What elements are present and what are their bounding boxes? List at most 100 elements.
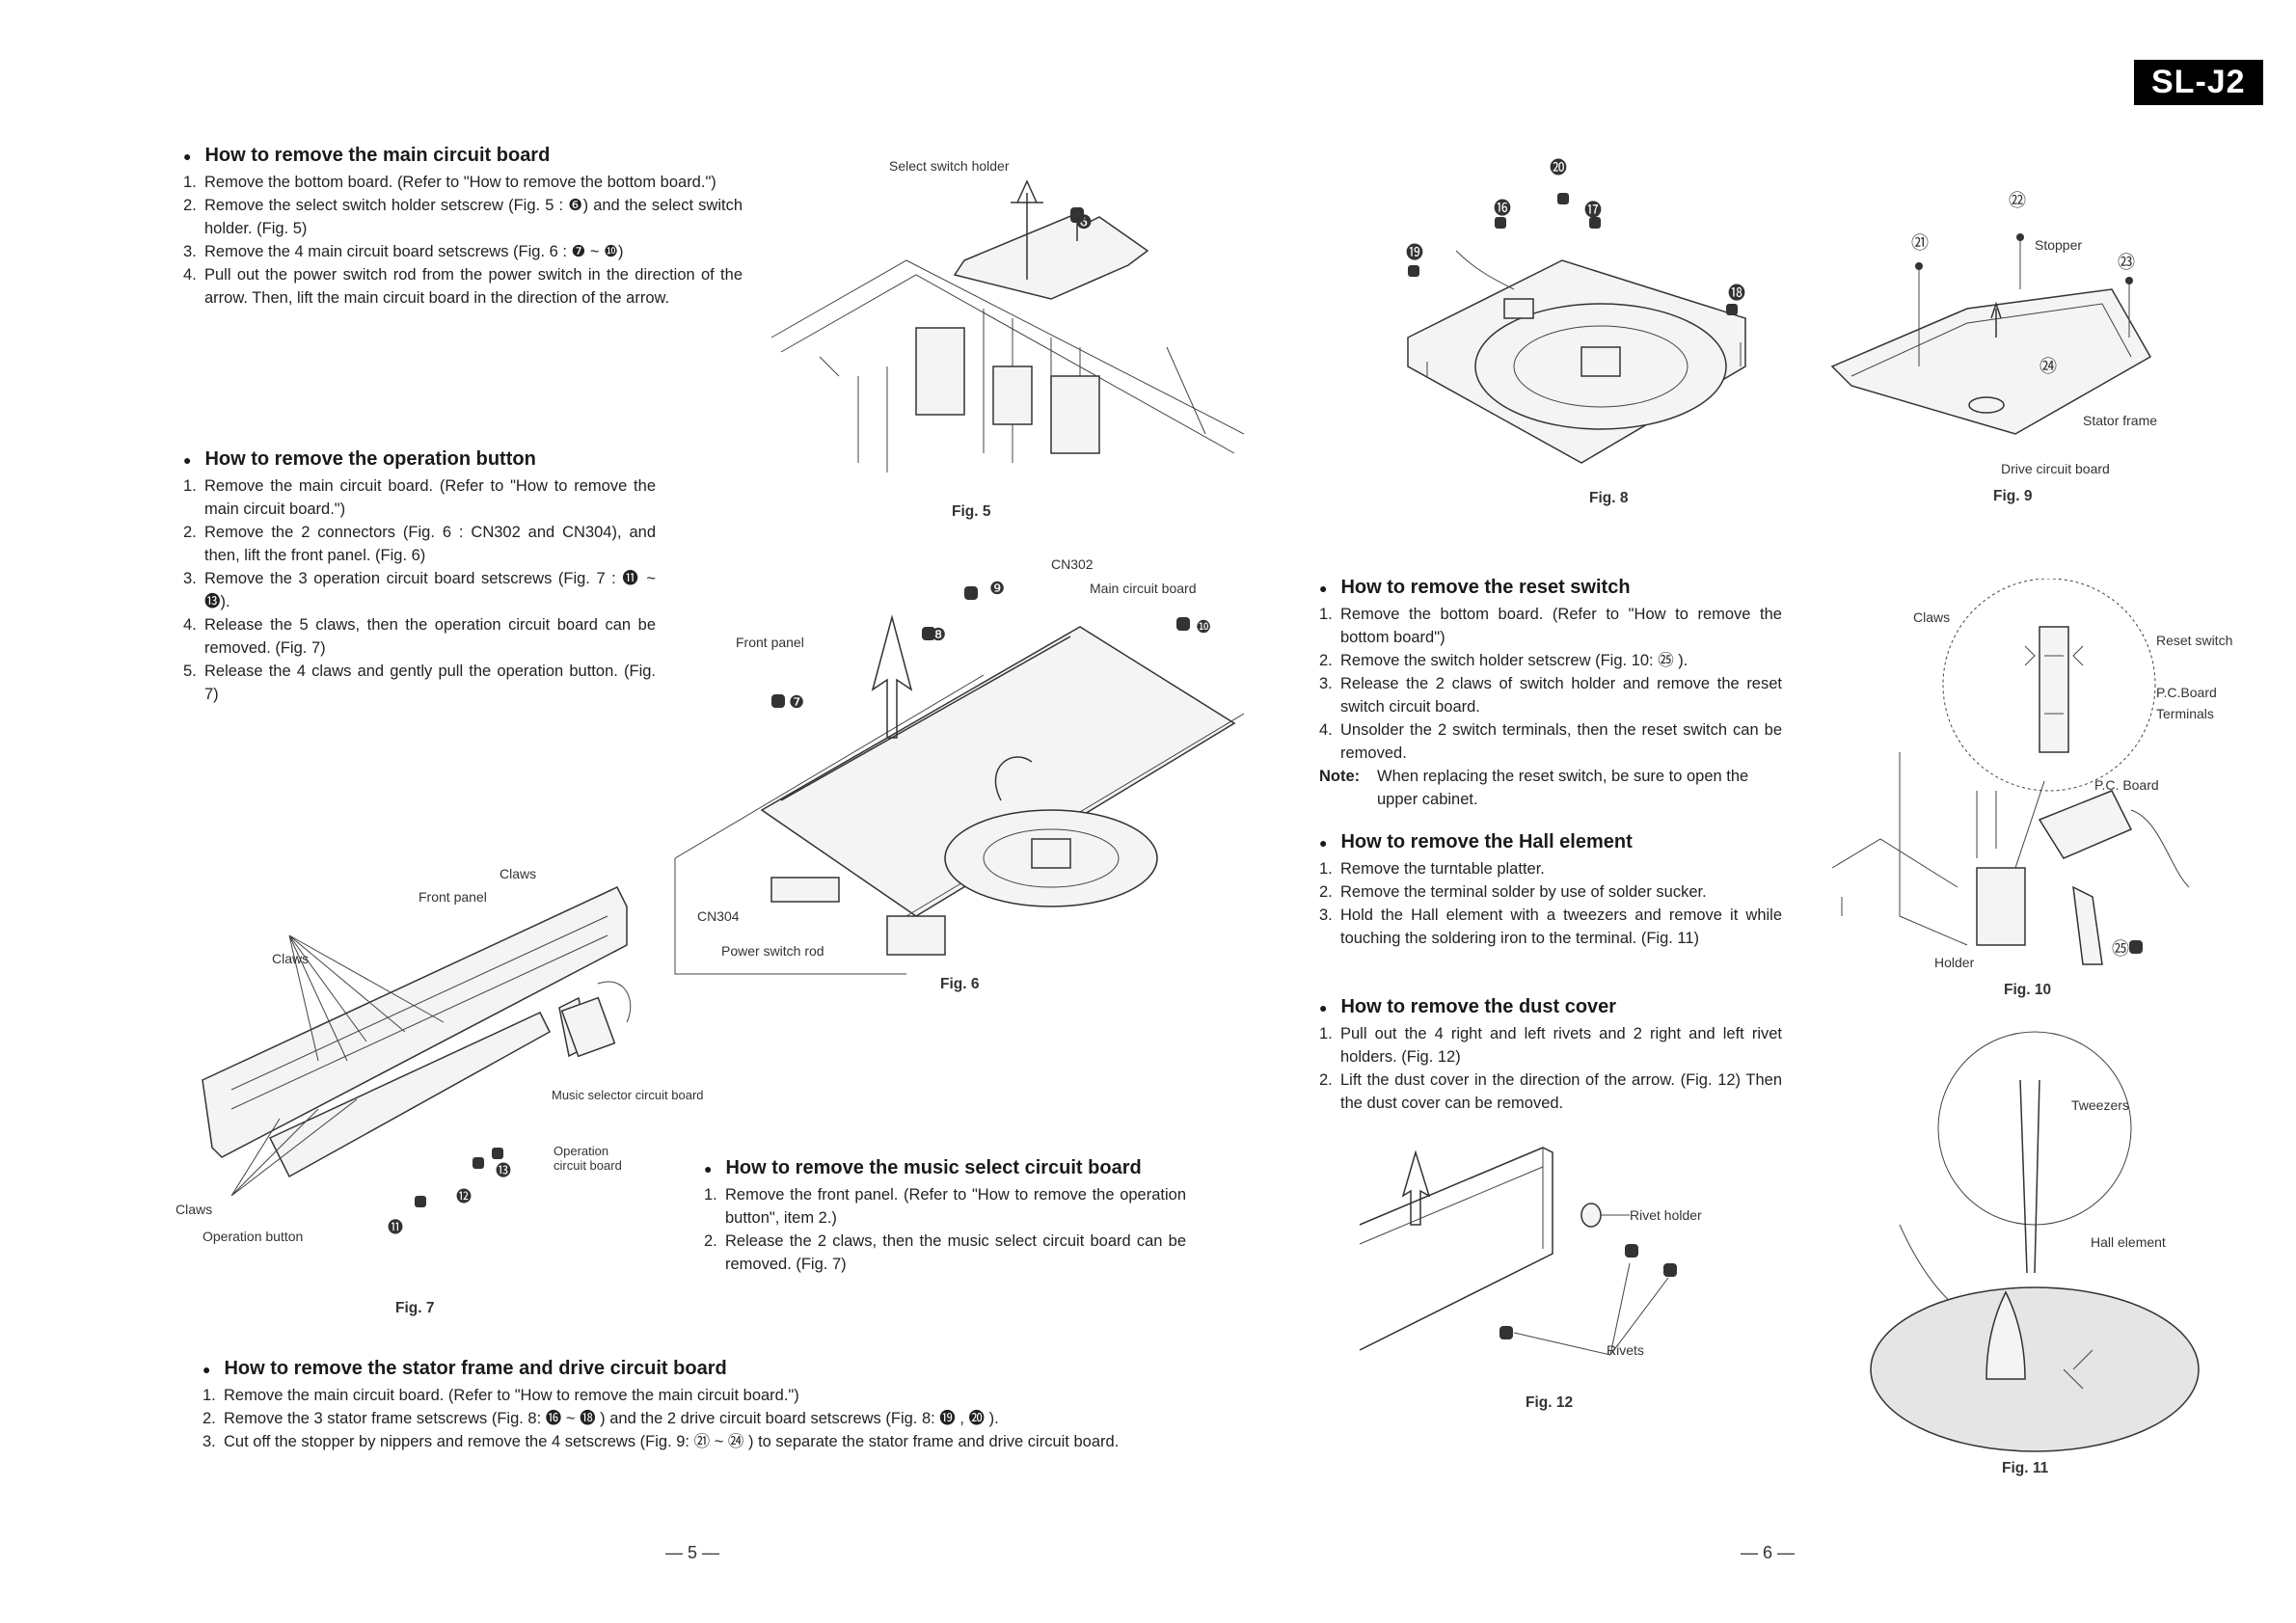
fig7-claws-bottom: Claws	[176, 1202, 213, 1217]
fig6-power-rod: Power switch rod	[721, 943, 824, 959]
steps-list: 1.Remove the main circuit board. (Refer …	[183, 474, 656, 706]
screw-8: ❽	[931, 625, 947, 644]
list-item: 2.Remove the select switch holder setscr…	[183, 197, 743, 237]
model-badge: SL-J2	[2134, 60, 2263, 105]
fig7-operation-button: Operation button	[203, 1229, 304, 1244]
list-item: 1.Remove the bottom board. (Refer to "Ho…	[183, 174, 716, 191]
fig10-terminals: Terminals	[2156, 706, 2214, 721]
list-item: 1.Remove the main circuit board. (Refer …	[183, 477, 656, 518]
list-item: 3.Remove the 4 main circuit board setscr…	[183, 243, 624, 260]
steps-list: 1.Remove the main circuit board. (Refer …	[203, 1384, 1167, 1453]
fig10-reset-switch: Reset switch	[2156, 633, 2233, 648]
list-item: 2.Remove the switch holder setscrew (Fig…	[1319, 652, 1688, 669]
fig9-stopper: Stopper	[2035, 237, 2083, 253]
screw-24: ㉔	[2039, 357, 2057, 376]
fig9-caption: Fig. 9	[1993, 488, 2033, 504]
screw-18: ⓲	[1728, 284, 1745, 303]
screw-7: ❼	[789, 692, 805, 712]
list-item: 1.Remove the main circuit board. (Refer …	[203, 1387, 799, 1404]
list-item: 3.Hold the Hall element with a tweezers …	[1319, 906, 1782, 947]
screw-11: ⓫	[388, 1220, 404, 1236]
fig12-rivet-holder: Rivet holder	[1630, 1207, 1702, 1223]
screw-9: ❾	[989, 579, 1006, 598]
list-item: 2.Lift the dust cover in the direction o…	[1319, 1071, 1782, 1112]
section-title: How to remove the reset switch	[1340, 577, 1631, 598]
section-title: How to remove the dust cover	[1340, 996, 1617, 1017]
screw-23: ㉓	[2118, 253, 2135, 272]
section-music-select: ●How to remove the music select circuit …	[704, 1157, 1186, 1276]
list-item: 1.Remove the front panel. (Refer to "How…	[704, 1186, 1186, 1227]
fig7-caption: Fig. 7	[395, 1300, 435, 1316]
list-item: 2.Remove the 2 connectors (Fig. 6 : CN30…	[183, 524, 656, 564]
section-title: How to remove the stator frame and drive…	[224, 1358, 727, 1379]
fig10-claws: Claws	[1913, 609, 1951, 625]
fig7-music-selector: Music selector circuit board	[552, 1088, 704, 1102]
section-title: How to remove the Hall element	[1340, 831, 1633, 852]
steps-list: 1.Pull out the 4 right and left rivets a…	[1319, 1022, 1782, 1115]
fig6-front-panel: Front panel	[736, 635, 804, 650]
fig10-pc-board-2: P.C. Board	[2094, 777, 2159, 793]
section-title: How to remove the operation button	[204, 448, 536, 470]
fig9-drive-board: Drive circuit board	[2001, 461, 2110, 476]
screw-19: ⓳	[1406, 243, 1423, 262]
list-item: 5.Release the 4 claws and gently pull th…	[183, 663, 656, 703]
section-dust-cover: ●How to remove the dust cover 1.Pull out…	[1319, 996, 1782, 1115]
fig8-caption: Fig. 8	[1589, 490, 1629, 506]
section-title: How to remove the main circuit board	[204, 145, 551, 166]
fig11-hall-element: Hall element	[2091, 1234, 2166, 1250]
list-item: 3.Cut off the stopper by nippers and rem…	[203, 1433, 1120, 1450]
screw-6: ❻	[1075, 212, 1093, 233]
fig10-pc-board: P.C.Board	[2156, 685, 2217, 700]
fig9-drawing	[1830, 233, 2152, 435]
list-item: 4.Release the 5 claws, then the operatio…	[183, 616, 656, 657]
list-item: 2.Release the 2 claws, then the music se…	[704, 1232, 1186, 1273]
steps-list: 1.Remove the turntable platter. 2.Remove…	[1319, 857, 1782, 950]
steps-list: 1.Remove the bottom board. (Refer to "Ho…	[183, 171, 743, 310]
fig6-main-board: Main circuit board	[1090, 581, 1197, 596]
fig7-front-panel: Front panel	[419, 889, 487, 905]
list-item: 4.Unsolder the 2 switch terminals, then …	[1319, 721, 1782, 762]
section-operation-button: ●How to remove the operation button 1.Re…	[183, 448, 656, 706]
list-item: 1.Remove the turntable platter.	[1319, 860, 1545, 878]
list-item: 1.Pull out the 4 right and left rivets a…	[1319, 1025, 1782, 1066]
fig12-caption: Fig. 12	[1526, 1394, 1574, 1411]
steps-list: 1.Remove the bottom board. (Refer to "Ho…	[1319, 603, 1782, 765]
screw-20: ⓴	[1550, 158, 1567, 177]
list-item: 2.Remove the 3 stator frame setscrews (F…	[203, 1410, 999, 1427]
screw-12: ⓬	[456, 1189, 473, 1205]
note: Note:When replacing the reset switch, be…	[1319, 768, 1749, 808]
list-item: 4.Pull out the power switch rod from the…	[183, 266, 743, 307]
list-item: 3.Release the 2 claws of switch holder a…	[1319, 675, 1782, 716]
fig10-holder: Holder	[1934, 955, 1975, 970]
fig12-drawing	[1359, 1147, 1677, 1356]
screw-22: ㉒	[2009, 191, 2026, 210]
fig6-cn302: CN302	[1051, 556, 1094, 572]
fig7-claws-top: Claws	[500, 866, 537, 881]
fig6-drawing	[674, 586, 1244, 975]
list-item: 3.Remove the 3 operation circuit board s…	[183, 570, 656, 610]
screw-25: ㉕	[2112, 939, 2129, 959]
section-title: How to remove the music select circuit b…	[725, 1157, 1142, 1178]
fig11-caption: Fig. 11	[2002, 1460, 2049, 1476]
fig10-drawing	[1831, 579, 2190, 965]
fig12-rivets: Rivets	[1607, 1342, 1644, 1358]
screw-16: ⓰	[1494, 199, 1511, 218]
screw-13: ⓭	[496, 1163, 512, 1179]
fig5-drawing	[770, 179, 1244, 473]
page-number-left: — 5 —	[665, 1543, 720, 1562]
fig6-cn304: CN304	[697, 908, 740, 924]
fig10-caption: Fig. 10	[2004, 982, 2052, 998]
section-stator-frame: ●How to remove the stator frame and driv…	[203, 1358, 1167, 1453]
screw-10: ❿	[1196, 617, 1212, 636]
fig9-stator-frame: Stator frame	[2083, 413, 2158, 428]
section-hall-element: ●How to remove the Hall element 1.Remove…	[1319, 831, 1782, 950]
list-item: 1.Remove the bottom board. (Refer to "Ho…	[1319, 606, 1782, 646]
fig5-label-holder: Select switch holder	[889, 158, 1010, 174]
screw-21: ㉑	[1911, 233, 1929, 253]
steps-list: 1.Remove the front panel. (Refer to "How…	[704, 1183, 1186, 1276]
fig5-caption: Fig. 5	[952, 503, 991, 520]
fig11-tweezers: Tweezers	[2071, 1097, 2129, 1113]
fig7-drawing	[202, 886, 632, 1207]
fig7-claws-left: Claws	[272, 951, 310, 966]
fig7-operation-board: Operation circuit board	[554, 1144, 622, 1173]
